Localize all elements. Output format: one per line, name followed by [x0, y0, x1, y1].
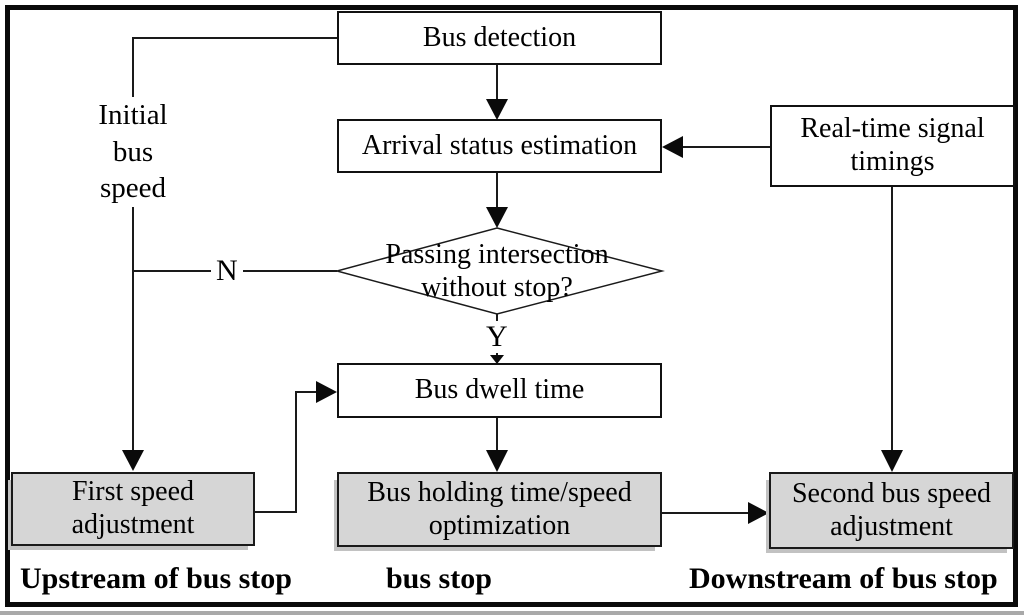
decision-label-line1: Passing intersection: [385, 239, 609, 270]
decision-passing-intersection-label: Passing intersection without stop?: [327, 238, 667, 304]
note-initial-line1: Initial: [98, 99, 168, 131]
arrowhead-into-decision: [486, 207, 508, 228]
node-bus-dwell-time: Bus dwell time: [337, 363, 662, 418]
node-bus-holding-optimization: Bus holding time/speed optimization: [337, 472, 662, 547]
node-bus-holding-label-line1: Bus holding time/speed: [367, 476, 632, 508]
note-initial-line3: speed: [99, 172, 167, 205]
zone-label-downstream: Downstream of bus stop: [689, 562, 998, 595]
node-real-time-signal-timings: Real-time signal timings: [770, 105, 1015, 187]
node-bus-detection: Bus detection: [337, 11, 662, 65]
note-initial-line2: bus: [112, 135, 154, 168]
note-initial-bus-speed: Initial bus speed: [86, 97, 180, 207]
node-realtime-label-line2: timings: [850, 146, 935, 177]
edge-bus-detection-to-first-adjustment: [132, 37, 337, 450]
diagram-outer-frame: [5, 5, 1018, 607]
node-first-speed-label-line2: adjustment: [71, 509, 195, 540]
edge-first-adjustment-to-dwell: [255, 391, 317, 513]
node-bus-dwell-time-label: Bus dwell time: [414, 374, 585, 406]
node-bus-detection-label: Bus detection: [422, 21, 577, 53]
node-second-bus-speed-adjustment: Second bus speed adjustment: [769, 472, 1014, 549]
decision-diamond: [334, 227, 665, 315]
arrowhead-into-dwell-left: [316, 381, 337, 403]
arrowhead-into-first-adjustment: [122, 450, 144, 471]
node-first-speed-adjustment: First speed adjustment: [11, 472, 255, 546]
arrowhead-into-second-adjustment-left: [748, 502, 769, 524]
decision-label-line2: without stop?: [421, 272, 573, 304]
scan-edge-artifact: [0, 611, 1024, 615]
branch-label-yes: Y: [481, 321, 513, 353]
arrowhead-into-arrival-right: [662, 136, 683, 158]
node-bus-holding-label-line2: optimization: [428, 509, 571, 541]
zone-label-bus-stop: bus stop: [386, 562, 492, 595]
branch-label-no: N: [211, 255, 243, 287]
arrowhead-into-holding: [486, 450, 508, 472]
node-arrival-status-label: Arrival status estimation: [361, 129, 638, 161]
node-arrival-status-estimation: Arrival status estimation: [337, 119, 662, 173]
arrowhead-small-into-dwell-top: [490, 355, 504, 364]
zone-label-upstream: Upstream of bus stop: [20, 562, 292, 595]
node-second-speed-label-line1: Second bus speed: [791, 477, 992, 509]
arrowhead-into-arrival: [486, 99, 508, 120]
arrowhead-into-second-adjustment-top: [881, 450, 903, 472]
node-first-speed-label-line1: First speed: [71, 476, 195, 508]
node-realtime-label-line1: Real-time signal: [800, 113, 985, 145]
node-second-speed-label-line2: adjustment: [830, 510, 953, 542]
